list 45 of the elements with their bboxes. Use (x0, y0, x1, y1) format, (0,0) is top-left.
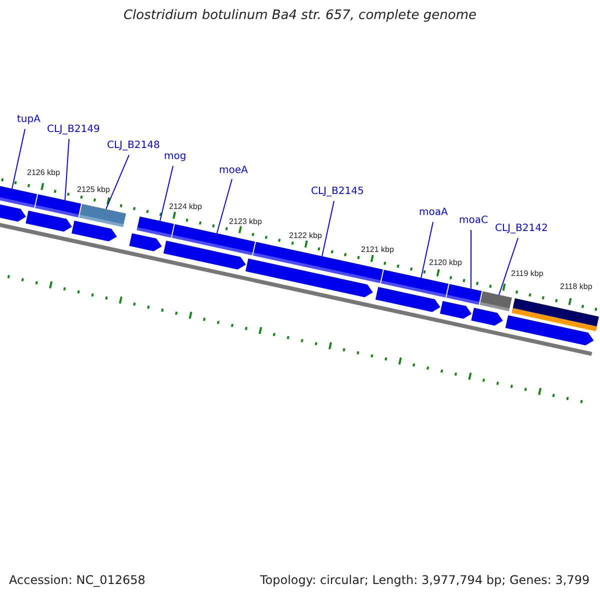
gene-block (72, 220, 117, 242)
gene-label: tupA (17, 114, 40, 125)
leader-line (420, 222, 434, 278)
leader-line (498, 238, 518, 296)
gene-label: CLJ_B2142 (495, 223, 548, 234)
scale-label: 2126 kbp (27, 168, 60, 177)
gene-label: CLJ_B2149 (47, 124, 100, 135)
gene-bar (446, 284, 482, 305)
gene-bar (480, 291, 512, 312)
scale-label: 2118 kbp (560, 282, 592, 291)
leader-line (216, 178, 232, 234)
gene-block (440, 300, 472, 319)
gene-block (129, 233, 162, 252)
leader-line (322, 200, 334, 257)
scale-label: 2119 kbp (511, 269, 544, 278)
gene-bar (172, 224, 255, 256)
gene-block (245, 258, 373, 298)
scale-label: 2123 kbp (229, 217, 262, 226)
leader-line (64, 138, 70, 201)
gene-label: CLJ_B2145 (311, 186, 364, 197)
genome-info-text: Topology: circular; Length: 3,977,794 bp; Genes: 3,799 (260, 573, 590, 587)
gene-block (505, 315, 594, 346)
gene-bar (79, 204, 126, 228)
leader-line (12, 128, 26, 190)
gene-bar (136, 216, 174, 238)
gene-label: mog (164, 151, 186, 162)
scale-label: 2121 kbp (361, 245, 394, 254)
gene-bar (0, 186, 38, 208)
scale-label: 2122 kbp (289, 231, 322, 240)
gene-label: moeA (219, 165, 248, 176)
gene-label: CLJ_B2148 (107, 140, 160, 151)
scale-label: 2125 kbp (77, 185, 110, 194)
scale-label: 2120 kbp (429, 258, 462, 267)
gene-bar (381, 270, 448, 298)
gene-block (375, 286, 440, 312)
leader-line (160, 166, 174, 222)
gene-label: moaA (419, 207, 448, 218)
gene-bar (35, 194, 82, 218)
gene-block (471, 308, 503, 326)
accession-text: Accession: NC_012658 (9, 573, 146, 587)
gene-block (163, 240, 246, 270)
title: Clostridium botulinum Ba4 str. 657, complete genome (122, 8, 478, 23)
scale-label: 2124 kbp (169, 202, 202, 211)
gene-label: moaC (459, 215, 488, 226)
leader-line (470, 230, 472, 290)
